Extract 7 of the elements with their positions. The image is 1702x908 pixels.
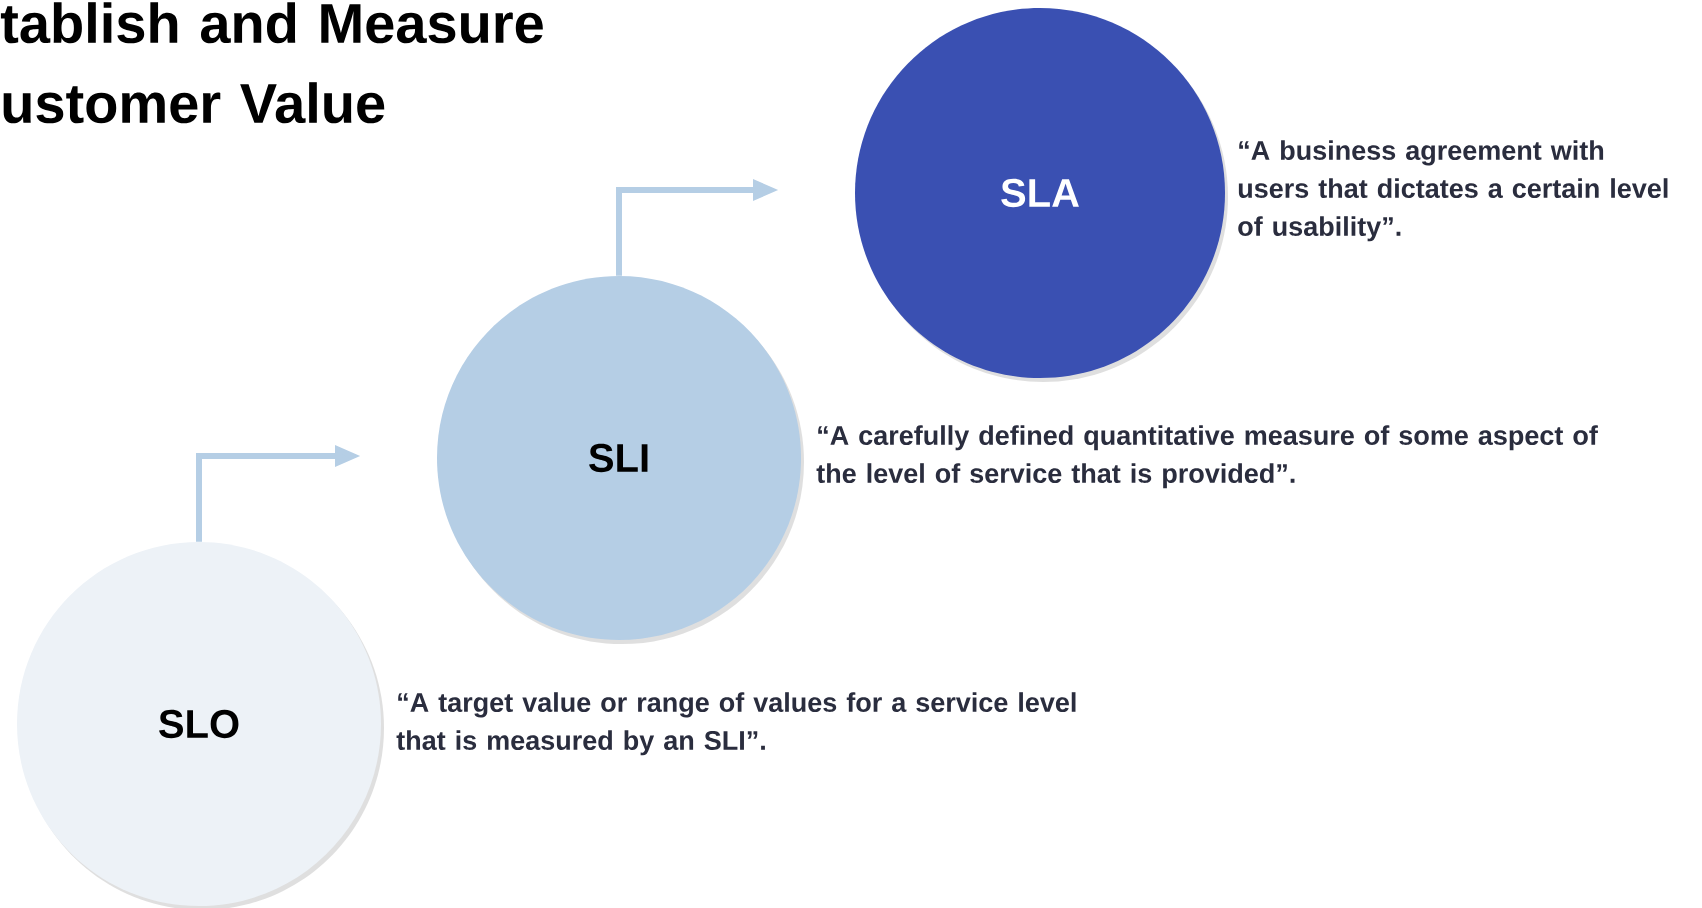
circle-node: SLO bbox=[17, 542, 384, 908]
circle-node: SLI bbox=[437, 276, 804, 644]
description: “A business agreement with users that dictates a certain level of usability”. bbox=[1238, 140, 1668, 242]
title: tablish and Measure ustomer Value bbox=[0, 2, 543, 124]
description: “A carefully defined quantitative measure of some aspect of the level of service that is provided”. bbox=[816, 425, 1598, 489]
circle-node: SLA bbox=[855, 8, 1228, 382]
description: “A target value or range of values for a service level that is measured by an SLI”. bbox=[396, 692, 1076, 756]
